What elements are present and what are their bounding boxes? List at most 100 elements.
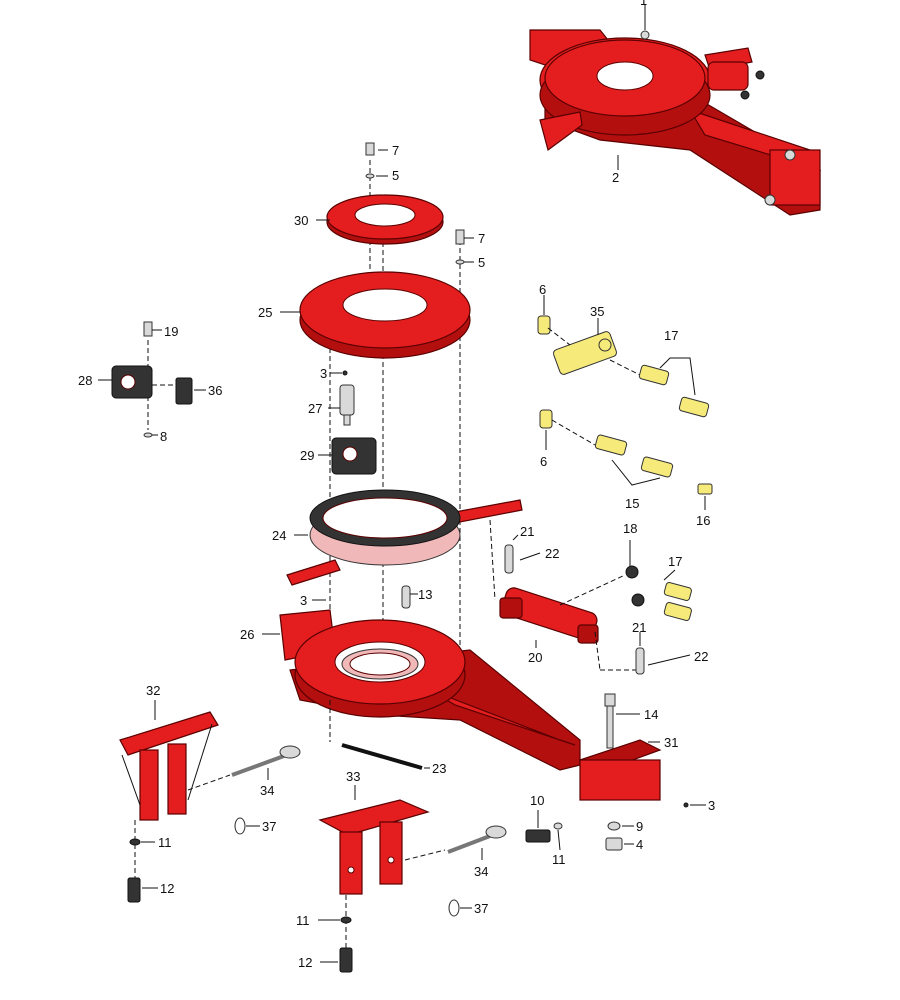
pin-3: [342, 370, 348, 376]
callout-37a: 37: [246, 819, 276, 834]
callout-36-label: 36: [208, 383, 222, 398]
callout-5b-label: 5: [478, 255, 485, 270]
callout-14: 14: [616, 707, 658, 722]
callout-6a-label: 6: [539, 282, 546, 297]
callout-14-label: 14: [644, 707, 658, 722]
callout-4: 4: [624, 837, 643, 852]
callout-17b-label: 17: [668, 554, 682, 569]
callout-11b-label: 11: [296, 913, 310, 928]
pin-21-top: [504, 544, 514, 574]
axis-line: [551, 419, 596, 446]
washer-9: [607, 821, 621, 831]
callout-33: 33: [346, 769, 360, 800]
callout-23: 23: [424, 761, 446, 776]
ring-plate-25: [299, 271, 471, 359]
clip-37-left: [234, 817, 246, 835]
callout-21a-label: 21: [520, 524, 534, 539]
callout-6a: 6: [539, 282, 546, 315]
callout-27: 27: [308, 401, 340, 416]
callout-16: 16: [696, 496, 710, 528]
callout-13: 13: [410, 587, 432, 602]
fitting-17-b: [678, 396, 710, 418]
callout-30-label: 30: [294, 213, 308, 228]
pin-3: [683, 802, 689, 808]
callout-3a-label: 3: [320, 366, 327, 381]
callout-19-label: 19: [164, 324, 178, 339]
callout-11a-label: 11: [158, 835, 172, 850]
callout-22a: 22: [519, 546, 559, 561]
callout-19: 19: [152, 324, 178, 339]
callout-5b: 5: [464, 255, 485, 270]
callout-17a-label: 17: [664, 328, 678, 343]
callout-24: 24: [272, 528, 308, 543]
callout-3b-label: 3: [300, 593, 307, 608]
callout-1-label: 1: [640, 0, 647, 8]
axis-line: [187, 774, 231, 791]
assembled-tong: [529, 29, 822, 216]
callout-28-label: 28: [78, 373, 92, 388]
axis-line: [547, 327, 571, 346]
fitting-17-c: [663, 582, 692, 621]
bolt-19: [143, 321, 153, 337]
rod-23: [341, 743, 423, 770]
lynch-pin-34-left: [231, 745, 301, 777]
callout-8-label: 8: [160, 429, 167, 444]
callout-32-label: 32: [146, 683, 160, 698]
main-body-26: [279, 609, 581, 771]
tee-18: [625, 565, 645, 607]
callout-3c-label: 3: [708, 798, 715, 813]
callout-33-label: 33: [346, 769, 360, 784]
callout-16-label: 16: [696, 513, 710, 528]
elbow-6-top: [537, 315, 551, 335]
callout-3c: 3: [690, 798, 715, 813]
bracket-33: [318, 799, 430, 895]
callout-10: 10: [530, 793, 544, 828]
callout-34a: 34: [260, 768, 274, 798]
block-28: [111, 365, 153, 399]
callout-9: 9: [622, 819, 643, 834]
callout-8: 8: [152, 429, 167, 444]
hose-15-a: [594, 434, 628, 456]
bolt-7-top: [365, 142, 375, 179]
bolt-12: [339, 947, 353, 973]
callout-9-label: 9: [636, 819, 643, 834]
callout-4-label: 4: [636, 837, 643, 852]
callout-7b: 7: [464, 231, 485, 246]
callout-12b-label: 12: [298, 955, 312, 970]
axis-line: [489, 519, 496, 601]
callout-10-label: 10: [530, 793, 544, 808]
lynch-pin-34-right: [447, 825, 507, 854]
callout-6b-label: 6: [540, 454, 547, 469]
callout-11b: 11: [296, 913, 340, 928]
callout-18-label: 18: [623, 521, 637, 536]
callout-21b-label: 21: [632, 620, 646, 635]
callout-32: 32: [146, 683, 160, 720]
block-31: [578, 739, 662, 801]
callout-6b: 6: [540, 430, 547, 469]
callout-15-label: 15: [625, 496, 639, 511]
callout-7b-label: 7: [478, 231, 485, 246]
callout-25-label: 25: [258, 305, 272, 320]
callout-20: 20: [528, 640, 542, 665]
axis-line: [404, 849, 446, 861]
callout-22b-label: 22: [694, 649, 708, 664]
callout-18: 18: [623, 521, 637, 566]
pin-27: [339, 384, 355, 426]
pin-13: [401, 585, 411, 609]
callout-7a-label: 7: [392, 143, 399, 158]
callout-36: 36: [194, 383, 222, 398]
axis-line: [594, 631, 601, 671]
bracket-32: [119, 711, 219, 821]
callout-17a: 17: [659, 328, 696, 396]
callout-17b: 17: [663, 554, 682, 581]
callout-35-label: 35: [590, 304, 604, 319]
callout-21a: 21: [512, 524, 534, 541]
callout-34a-label: 34: [260, 783, 274, 798]
callout-26-label: 26: [240, 627, 254, 642]
block-29: [331, 437, 377, 475]
callout-25: 25: [258, 305, 300, 320]
callout-13-label: 13: [418, 587, 432, 602]
bolt-12: [127, 877, 141, 903]
callout-12a-label: 12: [160, 881, 174, 896]
callout-27-label: 27: [308, 401, 322, 416]
